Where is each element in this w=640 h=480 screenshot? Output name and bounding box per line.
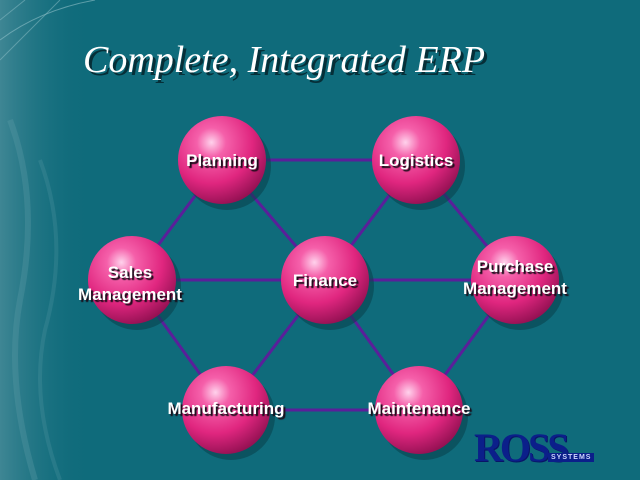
label-manufacturing: Manufacturing [167,398,284,420]
label-line-purchase-0: Purchase [476,257,554,276]
label-planning: Planning [186,150,258,172]
sphere-body-purchase [471,236,559,324]
sphere-body-maintenance [375,366,463,454]
sphere-sales [88,236,181,330]
sphere-body-planning [178,116,266,204]
logo-wordmark: ROSS [474,425,569,470]
slide-title: Complete, Integrated ERP [83,39,486,81]
label-line-sales-1: Management [78,285,182,304]
sphere-planning [178,116,271,210]
label-maintenance: Maintenance [368,398,471,420]
sphere-maintenance [375,366,468,460]
ross-systems-logo: ROSS SYSTEMS [474,428,600,472]
label-line-maintenance-0: Maintenance [367,399,471,418]
label-line-planning-0: Planning [186,151,258,170]
sphere-finance [281,236,374,330]
label-logistics: Logistics [379,150,454,172]
module-spheres [88,116,564,460]
label-line-finance-0: Finance [292,271,358,290]
sphere-body-sales [88,236,176,324]
logo-tagline: SYSTEMS [548,453,595,462]
left-texture-decoration [0,0,96,480]
label-line-logistics-0: Logistics [378,151,454,170]
label-line-purchase-1: Management [463,279,567,298]
sphere-purchase [471,236,564,330]
sphere-body-finance [281,236,369,324]
label-line-manufacturing-0: Manufacturing [167,399,285,418]
sphere-manufacturing [182,366,275,460]
label-line-sales-0: Sales [107,263,153,282]
sphere-body-logistics [372,116,460,204]
sphere-logistics [372,116,465,210]
label-finance: Finance [293,270,357,292]
sphere-body-manufacturing [182,366,270,454]
